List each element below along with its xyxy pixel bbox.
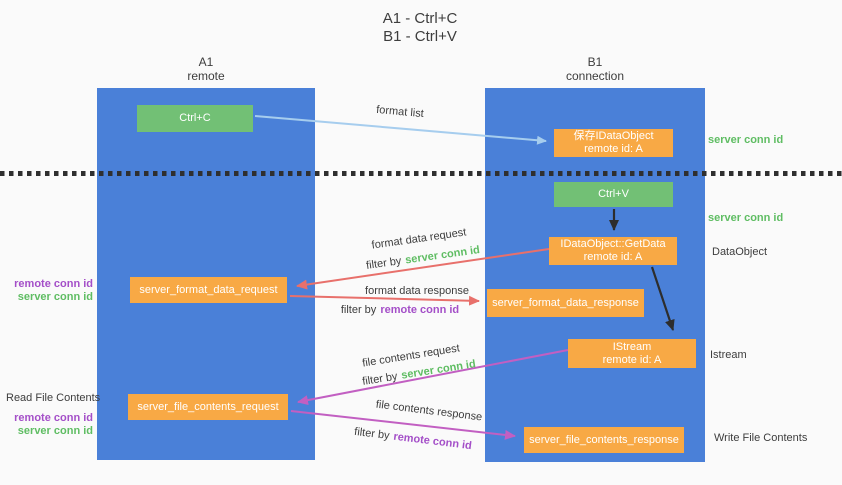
node-server-format-data-response: server_format_data_response — [487, 289, 644, 317]
node-server-format-data-request: server_format_data_request — [130, 277, 287, 303]
node-save-idataobject: 保存IDataObject remote id: A — [554, 129, 673, 157]
side-label-conn-ids-upper: remote conn id server conn id — [0, 278, 93, 304]
edge-label-file-contents-response: file contents response — [375, 398, 483, 424]
dashed-divider — [0, 171, 842, 176]
node-ctrl-v-label: Ctrl+V — [598, 188, 629, 200]
node-ctrl-v: Ctrl+V — [554, 182, 673, 207]
lane-b1-subtitle: connection — [565, 69, 625, 83]
remote-conn-id-label: remote conn id — [14, 412, 93, 424]
lane-header-b1: B1 connection — [566, 55, 624, 83]
side-label-write-file-contents: Write File Contents — [714, 432, 808, 444]
filter-by-text: filter by — [353, 425, 391, 443]
edge-label-format-list: format list — [375, 103, 425, 121]
server-conn-id-label: server conn id — [17, 425, 93, 437]
node-ctrl-c: Ctrl+C — [137, 105, 253, 132]
node-file-response-label: server_file_contents_response — [529, 433, 679, 446]
remote-conn-id-label: remote conn id — [14, 278, 93, 290]
side-label-istream: Istream — [710, 349, 747, 361]
node-server-file-contents-response: server_file_contents_response — [524, 427, 684, 453]
filter-by-text: filter by — [361, 370, 399, 388]
remote-conn-id-text: remote conn id — [380, 304, 460, 316]
side-label-conn-ids-lower: remote conn id server conn id — [0, 412, 93, 438]
edge-label-format-data-response: format data response — [365, 285, 469, 297]
node-format-response-label: server_format_data_response — [492, 296, 639, 309]
node-save-line-1: 保存IDataObject — [573, 130, 654, 142]
side-label-dataobject: DataObject — [712, 246, 768, 258]
lane-a1-subtitle: remote — [187, 69, 225, 83]
lane-header-a1: A1 remote — [187, 55, 224, 83]
filter-by-text: filter by — [365, 255, 403, 272]
node-istream-line-2: remote id: A — [602, 353, 662, 366]
title-line-2: B1 - Ctrl+V — [383, 28, 457, 45]
side-label-read-file-contents: Read File Contents — [6, 392, 101, 404]
server-conn-id-label: server conn id — [17, 291, 93, 303]
node-server-file-contents-request: server_file_contents_request — [128, 394, 288, 420]
node-istream-line-1: IStream — [612, 340, 652, 353]
node-getdata-line-1: IDataObject::GetData — [560, 238, 666, 250]
title-line-1: A1 - Ctrl+C — [382, 10, 458, 27]
lane-a1-name: A1 — [198, 55, 214, 69]
node-istream: IStream remote id: A — [568, 339, 696, 368]
node-file-request-label: server_file_contents_request — [137, 400, 279, 413]
server-conn-id-text: server conn id — [404, 244, 481, 267]
node-ctrl-c-label: Ctrl+C — [179, 112, 211, 124]
diagram-title: A1 - Ctrl+C B1 - Ctrl+V — [383, 10, 458, 46]
node-save-line-2: remote id: A — [584, 143, 643, 155]
node-format-request-label: server_format_data_request — [139, 283, 278, 296]
node-idataobject-getdata: IDataObject::GetData remote id: A — [549, 237, 677, 265]
side-label-server-conn-id-mid: server conn id — [708, 212, 784, 224]
filter-by-text: filter by — [340, 304, 377, 316]
node-getdata-line-2: remote id: A — [583, 251, 643, 263]
remote-conn-id-text: remote conn id — [392, 430, 473, 453]
side-label-server-conn-id-top: server conn id — [708, 134, 784, 146]
lane-b1-name: B1 — [587, 55, 603, 69]
